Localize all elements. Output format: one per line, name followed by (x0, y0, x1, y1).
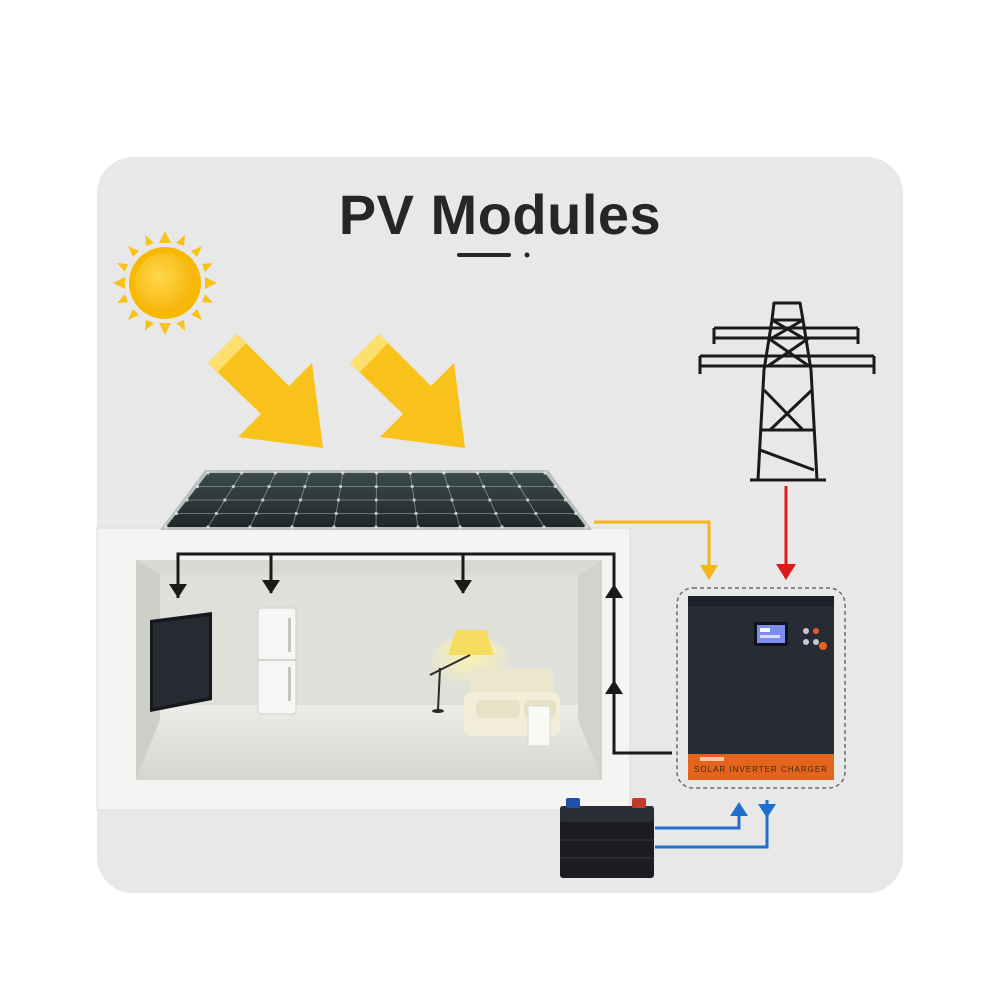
pv-wiring (594, 520, 718, 580)
battery-wiring (655, 800, 769, 849)
power-tower-icon (698, 301, 876, 482)
sunlight-arrow-icon (208, 334, 323, 448)
refrigerator-icon (257, 607, 297, 715)
inverter-icon: SOLAR INVERTER CHARGER (676, 587, 846, 789)
battery-icon (560, 798, 654, 878)
diagram-title: PV Modules (338, 183, 662, 246)
sofa-icon (464, 668, 560, 747)
sun-icon (113, 231, 217, 335)
load-wiring-arrows (169, 580, 623, 694)
solar-panel-icon (160, 470, 592, 530)
inverter-label: SOLAR INVERTER CHARGER (694, 765, 828, 774)
tv-icon (150, 612, 212, 712)
title-underline (457, 252, 530, 258)
sunlight-arrow-icon (350, 334, 465, 448)
battery-wiring-arrows (730, 802, 776, 818)
grid-wiring (776, 486, 796, 580)
